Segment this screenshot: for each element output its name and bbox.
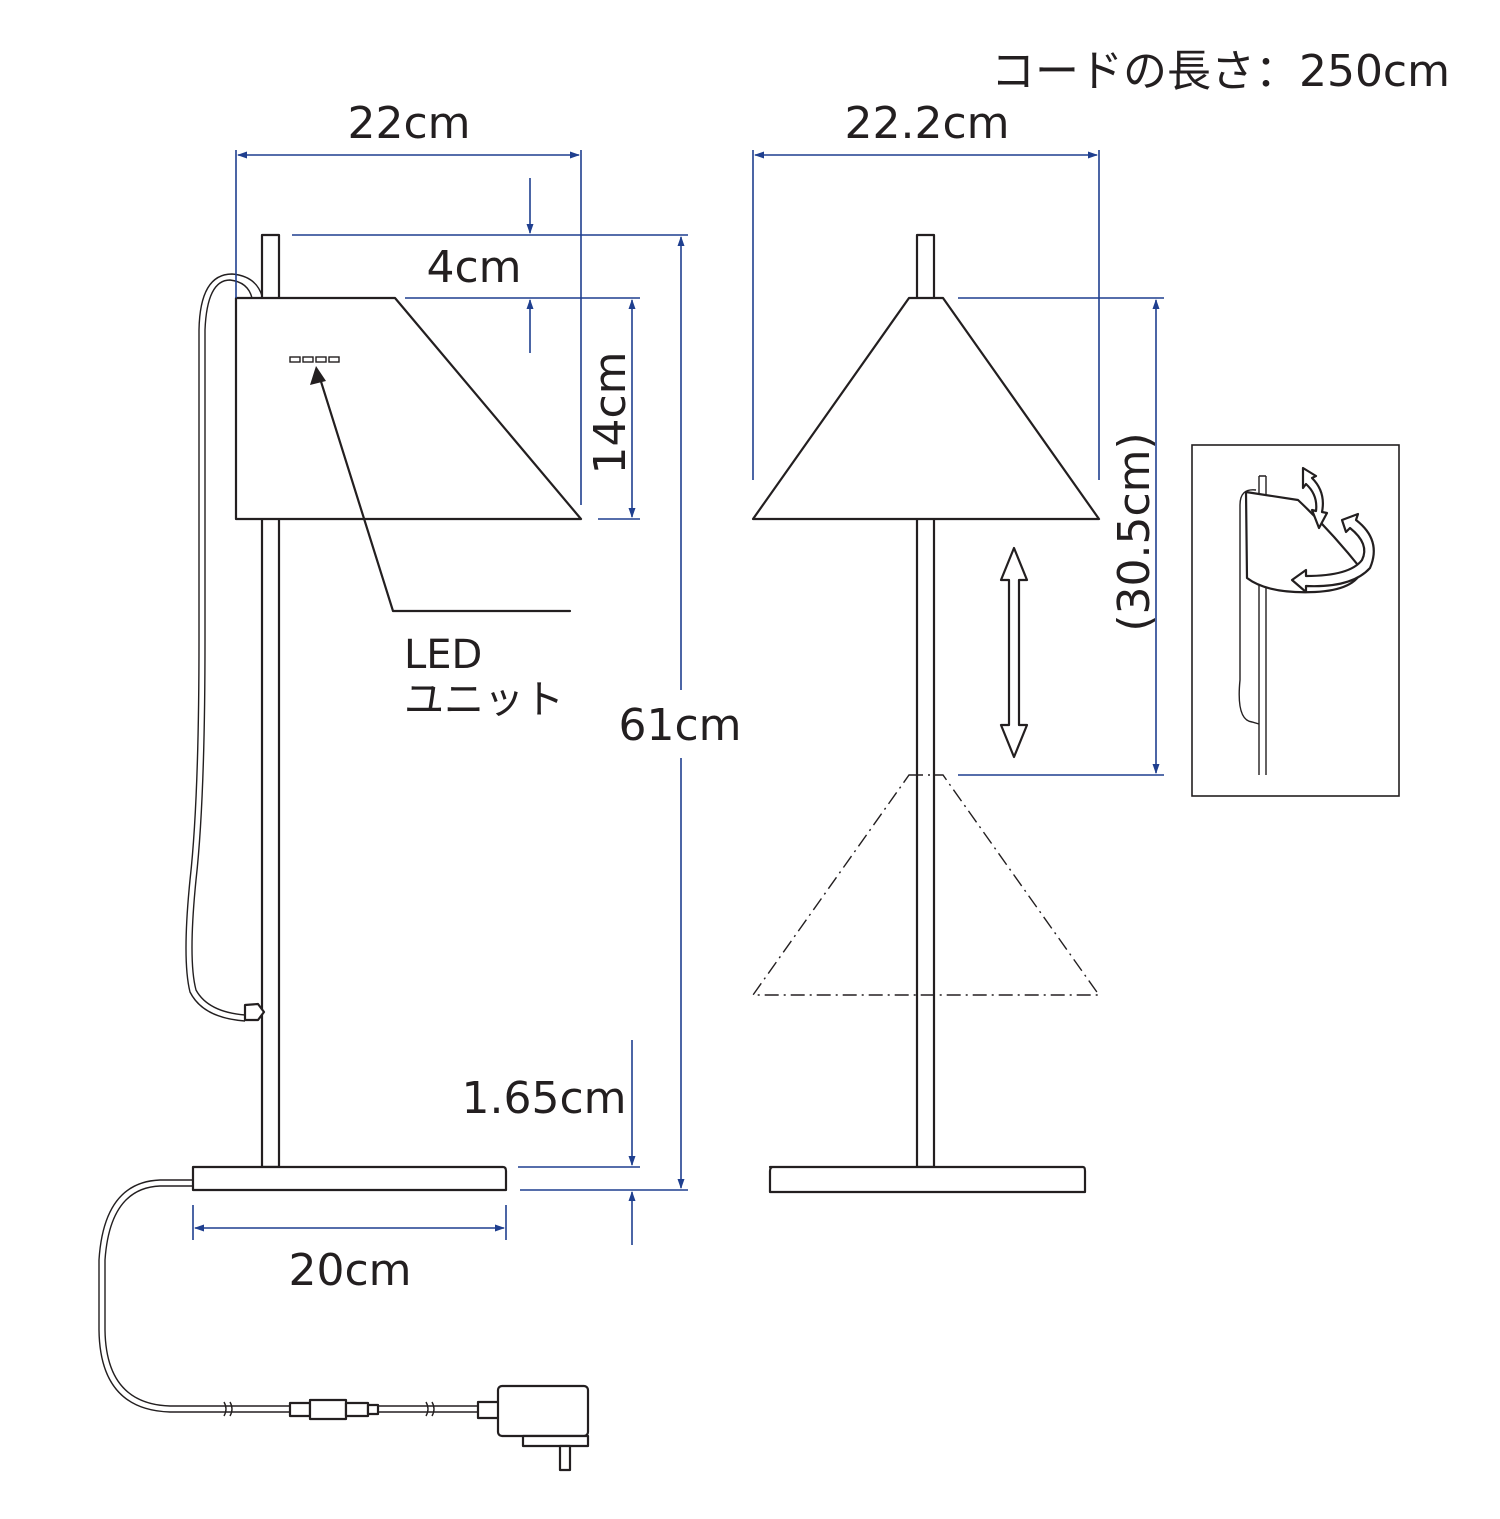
led-leader-arrowhead — [310, 366, 326, 385]
front-shade — [751, 296, 1101, 521]
led-label-line1: LED — [404, 632, 482, 678]
height-adjust-arrow — [999, 546, 1029, 759]
led-label-line2: ユニット — [404, 677, 564, 723]
cord-clip — [243, 1002, 266, 1022]
front-shade-lowered-phantom — [751, 774, 1101, 996]
dim-base-thickness: 1.65cm — [461, 1073, 626, 1124]
cord-length-label: コードの長さ：250cm — [991, 46, 1450, 97]
inset-frame — [1191, 444, 1400, 797]
side-shade — [234, 296, 583, 521]
side-view — [98, 233, 590, 1472]
dim-shade-adjust-range: (30.5cm) — [1109, 432, 1160, 631]
dim-base-width: 20cm — [288, 1245, 411, 1296]
tilt-arrow-icon — [1301, 466, 1329, 530]
front-view — [751, 233, 1101, 1194]
side-base — [191, 1165, 508, 1192]
dim-total-height: 61cm — [618, 700, 741, 751]
side-upper-cord — [191, 279, 253, 1016]
dim-shade-height: 14cm — [585, 351, 636, 474]
rotate-arrow-icon — [1290, 512, 1375, 594]
inset-shade — [1244, 490, 1364, 594]
detail-inset — [1191, 444, 1400, 797]
dimension-lines — [192, 150, 1164, 1245]
cord-connector — [288, 1398, 380, 1421]
dim-top-offset: 4cm — [426, 242, 521, 293]
dim-shade-width-front: 22.2cm — [844, 98, 1009, 149]
led-unit-marker — [289, 356, 340, 363]
front-base — [768, 1165, 1087, 1194]
ac-adapter — [476, 1384, 590, 1472]
dim-shade-width-side: 22cm — [347, 98, 470, 149]
led-leader-line — [316, 370, 572, 613]
power-cord — [98, 1179, 290, 1413]
